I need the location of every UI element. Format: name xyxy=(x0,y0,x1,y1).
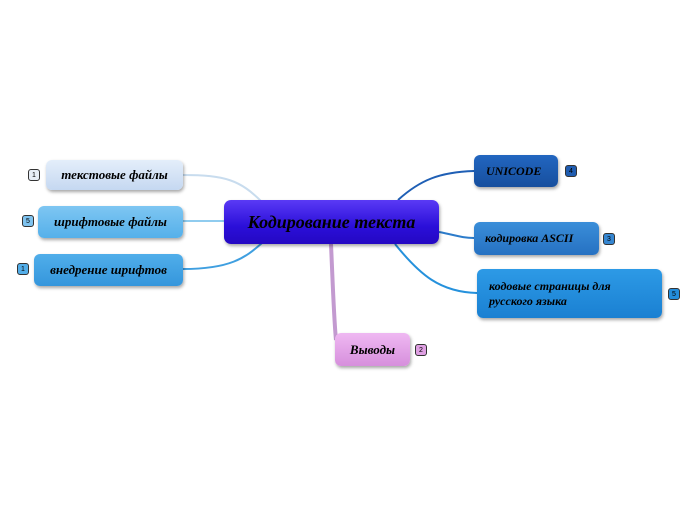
badge-ascii[interactable]: 3 xyxy=(603,233,615,245)
badge-code-pages[interactable]: 5 xyxy=(668,288,680,300)
branch-unicode-label: UNICODE xyxy=(486,163,542,178)
branch-conclusions-label: Выводы xyxy=(349,341,396,357)
badge-embed-fonts[interactable]: 1 xyxy=(17,263,29,275)
connector-conclusions xyxy=(329,243,338,341)
connector-embed-fonts xyxy=(182,242,263,270)
branch-code-pages[interactable]: кодовые страницы для русского языка xyxy=(477,269,662,318)
badge-text-files[interactable]: 1 xyxy=(28,169,40,181)
branch-ascii-label: кодировка ASCII xyxy=(485,231,574,245)
badge-conclusions[interactable]: 2 xyxy=(415,344,427,356)
branch-text-files[interactable]: текстовые файлы xyxy=(46,160,183,190)
badge-font-files[interactable]: 5 xyxy=(22,215,34,227)
branch-text-files-label: текстовые файлы xyxy=(61,167,168,182)
connector-unicode xyxy=(397,170,475,201)
branch-font-files[interactable]: шрифтовые файлы xyxy=(38,206,183,238)
connector-ascii xyxy=(438,231,475,239)
branch-conclusions[interactable]: Выводы xyxy=(335,333,410,366)
connector-text-files xyxy=(182,174,263,203)
central-topic-label: Кодирование текста xyxy=(247,211,416,232)
branch-embed-fonts[interactable]: внедрение шрифтов xyxy=(34,254,183,286)
branch-embed-fonts-label: внедрение шрифтов xyxy=(50,262,167,277)
branch-unicode[interactable]: UNICODE xyxy=(474,155,558,187)
branch-ascii[interactable]: кодировка ASCII xyxy=(474,222,599,255)
connector-code-pages xyxy=(394,243,478,294)
branch-code-pages-label: кодовые страницы для русского языка xyxy=(489,278,611,308)
branch-font-files-label: шрифтовые файлы xyxy=(54,214,167,229)
badge-unicode[interactable]: 4 xyxy=(565,165,577,177)
central-topic[interactable]: Кодирование текста xyxy=(224,200,439,244)
